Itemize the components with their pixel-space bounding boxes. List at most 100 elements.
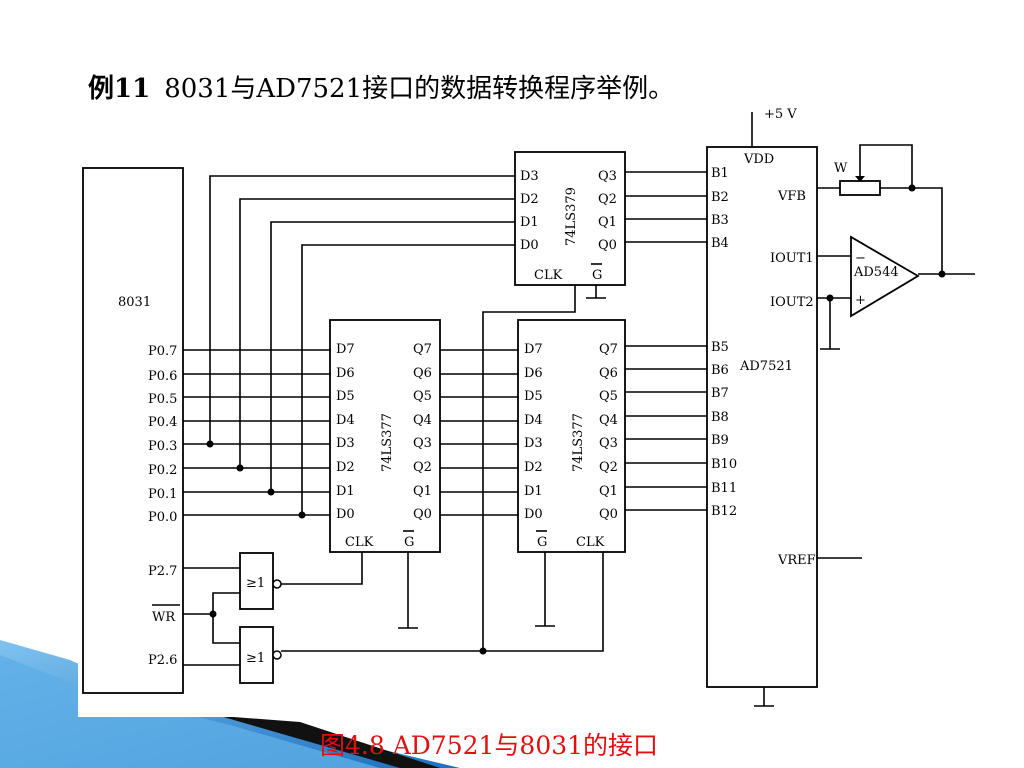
svg-text:B5: B5 bbox=[711, 340, 729, 355]
svg-text:D5: D5 bbox=[336, 389, 355, 404]
example-number: 例11 bbox=[88, 74, 151, 104]
svg-text:B1: B1 bbox=[711, 166, 729, 181]
dac-bit-labels: B1 B2 B3 B4 B5 B6 B7 B8 B9 B10 B11 B12 bbox=[711, 166, 737, 519]
svg-text:D7: D7 bbox=[524, 342, 543, 357]
latch3-name: 74LS379 bbox=[564, 187, 579, 246]
svg-text:B6: B6 bbox=[711, 363, 729, 378]
gate1-symbol: ≥1 bbox=[246, 576, 265, 591]
nor-gate-1 bbox=[239, 552, 274, 610]
svg-text:Q3: Q3 bbox=[599, 436, 618, 451]
svg-text:D1: D1 bbox=[520, 215, 539, 230]
mcu-pin: P0.6 bbox=[148, 369, 177, 384]
chip-ad7521 bbox=[706, 146, 818, 688]
control-wires bbox=[183, 112, 862, 707]
dac-iout1: IOUT1 bbox=[770, 251, 814, 266]
slide-title: 例11 8031与AD7521接口的数据转换程序举例。 bbox=[88, 68, 674, 105]
nor-gate-2 bbox=[239, 626, 274, 684]
svg-text:B3: B3 bbox=[711, 213, 729, 228]
svg-text:D2: D2 bbox=[520, 192, 539, 207]
svg-text:B7: B7 bbox=[711, 386, 729, 401]
svg-text:Q2: Q2 bbox=[598, 192, 617, 207]
opamp-minus: − bbox=[855, 251, 866, 266]
chip-74ls377-b bbox=[517, 319, 626, 553]
dac-vref: VREF bbox=[777, 553, 816, 568]
dac-vfb: VFB bbox=[777, 189, 806, 204]
mcu-pin: P0.4 bbox=[148, 415, 177, 430]
figure-caption: 图4.8 AD7521与8031的接口 bbox=[320, 731, 659, 760]
svg-text:Q4: Q4 bbox=[599, 413, 618, 428]
svg-text:B10: B10 bbox=[711, 457, 737, 472]
mcu-pin: P0.0 bbox=[148, 510, 177, 525]
svg-text:D1: D1 bbox=[524, 484, 543, 499]
title-text: 8031与AD7521接口的数据转换程序举例。 bbox=[164, 74, 675, 104]
mcu-pin: P0.1 bbox=[148, 487, 177, 502]
svg-text:D2: D2 bbox=[524, 460, 543, 475]
latch2-to-dac-wires bbox=[625, 345, 707, 511]
latch1-to-latch2-wires bbox=[440, 349, 518, 516]
svg-text:D4: D4 bbox=[336, 413, 355, 428]
mcu-pin: P2.6 bbox=[148, 653, 177, 668]
svg-text:D6: D6 bbox=[524, 366, 543, 381]
svg-text:Q5: Q5 bbox=[413, 389, 432, 404]
latch1-output-labels: Q7 Q6 Q5 Q4 Q3 Q2 Q1 Q0 bbox=[413, 342, 432, 522]
svg-text:B12: B12 bbox=[711, 504, 737, 519]
svg-text:B2: B2 bbox=[711, 190, 729, 205]
mcu-pin-wr: WR bbox=[152, 610, 176, 625]
latch1-g: G bbox=[404, 535, 414, 550]
svg-text:D0: D0 bbox=[520, 238, 539, 253]
svg-text:D3: D3 bbox=[520, 169, 539, 184]
svg-text:Q1: Q1 bbox=[599, 484, 618, 499]
chip-74ls379 bbox=[514, 151, 626, 286]
svg-text:Q0: Q0 bbox=[413, 507, 432, 522]
svg-text:D5: D5 bbox=[524, 389, 543, 404]
svg-text:D1: D1 bbox=[336, 484, 355, 499]
svg-text:Q3: Q3 bbox=[598, 169, 617, 184]
mcu-pin: P0.3 bbox=[148, 439, 177, 454]
svg-text:Q7: Q7 bbox=[413, 342, 432, 357]
mcu-pin: P2.7 bbox=[148, 564, 177, 579]
svg-text:Q1: Q1 bbox=[413, 484, 432, 499]
svg-text:Q6: Q6 bbox=[599, 366, 618, 381]
svg-text:Q3: Q3 bbox=[413, 436, 432, 451]
svg-text:Q4: Q4 bbox=[413, 413, 432, 428]
latch3-input-labels: D3 D2 D1 D0 bbox=[520, 169, 539, 253]
opamp-ad544 bbox=[850, 235, 920, 318]
svg-text:B11: B11 bbox=[711, 481, 737, 496]
svg-text:Q5: Q5 bbox=[599, 389, 618, 404]
latch1-name: 74LS377 bbox=[380, 413, 395, 472]
dac-vdd: VDD bbox=[743, 152, 774, 167]
mcu-name: 8031 bbox=[118, 295, 151, 310]
low-nibble-wires bbox=[209, 175, 515, 515]
latch1-input-labels: D7 D6 D5 D4 D3 D2 D1 D0 bbox=[336, 342, 355, 522]
potentiometer-w bbox=[839, 180, 881, 196]
svg-text:D0: D0 bbox=[336, 507, 355, 522]
svg-text:Q0: Q0 bbox=[598, 238, 617, 253]
svg-text:D2: D2 bbox=[336, 460, 355, 475]
latch2-input-labels: D7 D6 D5 D4 D3 D2 D1 D0 bbox=[524, 342, 543, 522]
mcu-pin: P0.2 bbox=[148, 463, 177, 478]
latch3-g: G bbox=[592, 268, 602, 283]
svg-text:D6: D6 bbox=[336, 366, 355, 381]
svg-text:Q1: Q1 bbox=[598, 215, 617, 230]
opamp-name: AD544 bbox=[853, 265, 899, 280]
svg-text:B9: B9 bbox=[711, 433, 729, 448]
svg-text:B4: B4 bbox=[711, 236, 729, 251]
svg-text:D7: D7 bbox=[336, 342, 355, 357]
latch2-clk: CLK bbox=[576, 535, 605, 550]
pot-label: W bbox=[834, 161, 848, 176]
supply-label: +5 V bbox=[764, 107, 797, 122]
svg-text:D3: D3 bbox=[336, 436, 355, 451]
opamp-plus: + bbox=[855, 293, 866, 308]
svg-text:D3: D3 bbox=[524, 436, 543, 451]
svg-text:D0: D0 bbox=[524, 507, 543, 522]
latch3-to-dac-wires bbox=[625, 171, 707, 243]
gate2-symbol: ≥1 bbox=[246, 651, 265, 666]
svg-text:B8: B8 bbox=[711, 410, 729, 425]
latch3-output-labels: Q3 Q2 Q1 Q0 bbox=[598, 169, 617, 253]
svg-text:Q6: Q6 bbox=[413, 366, 432, 381]
mcu-pin: P0.5 bbox=[148, 392, 177, 407]
chip-74ls377-a bbox=[329, 319, 441, 553]
latch2-g: G bbox=[537, 535, 547, 550]
analog-wires bbox=[817, 144, 975, 350]
